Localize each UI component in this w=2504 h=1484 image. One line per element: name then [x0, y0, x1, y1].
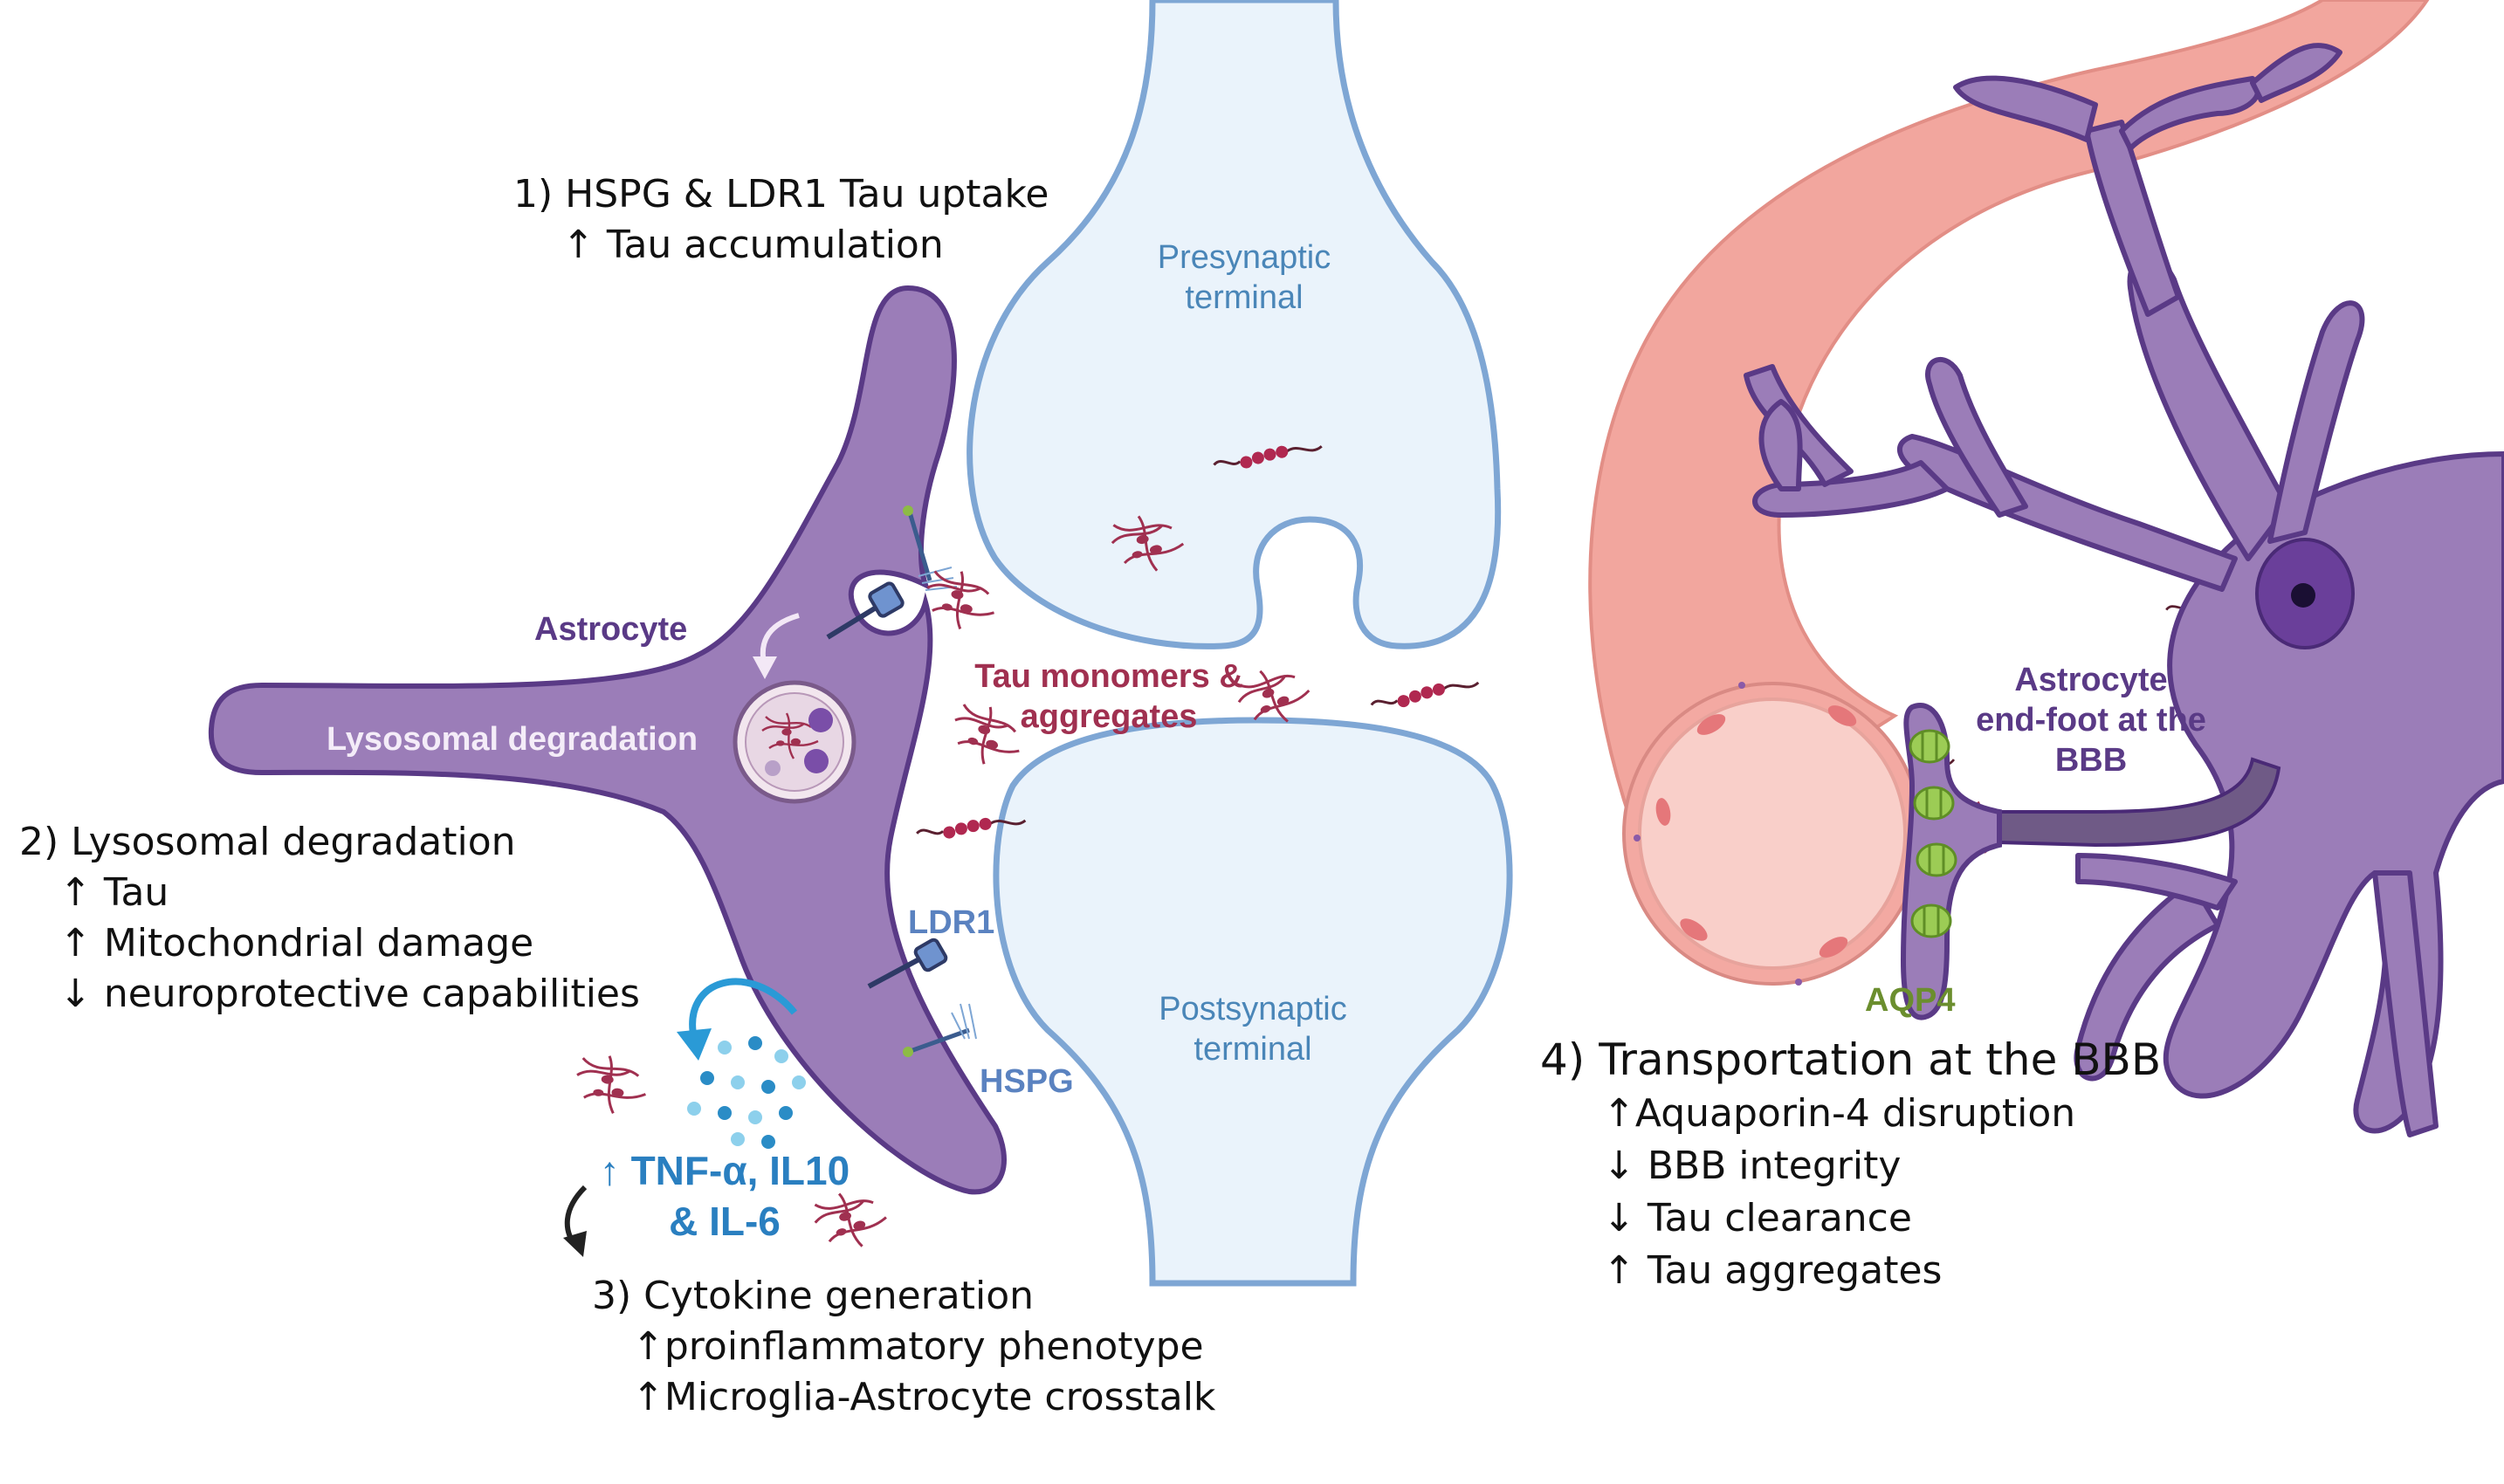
ldr1-receptor-bottom — [867, 938, 948, 989]
step-1-line: ↑ Tau accumulation — [562, 223, 944, 267]
step-4-line: ↑ Tau aggregates — [1603, 1248, 1943, 1293]
step-3-title: 3) Cytokine generation — [592, 1274, 1035, 1318]
hspg-receptor-top — [903, 505, 958, 591]
left-astrocyte — [208, 285, 1007, 1195]
lysosomal-label: Lysosomal degradation — [327, 721, 698, 758]
vessel-cross-section — [1622, 682, 1923, 986]
hspg-label: HSPG — [980, 1063, 1074, 1100]
step-3: 3) Cytokine generation ↑proinflammatory … — [592, 1271, 1215, 1423]
ldr1-label: LDR1 — [908, 904, 995, 941]
step-1: 1) HSPG & LDR1 Tau uptake ↑ Tau accumula… — [513, 169, 1049, 271]
step-1-title: 1) HSPG & LDR1 Tau uptake — [513, 172, 1049, 216]
aqp4-label: AQP4 — [1865, 982, 1956, 1019]
astrocyte-endfoot-process — [1998, 757, 2281, 848]
step-2-line: ↓ neuroprotective capabilities — [59, 972, 640, 1016]
right-astrocyte — [1744, 43, 2504, 1137]
tau-aggregate — [573, 1052, 650, 1117]
aqp4-channel — [1909, 729, 1950, 764]
step-4-title: 4) Transportation at the BBB — [1540, 1034, 2162, 1085]
cytokine-release-arrow — [689, 978, 798, 1040]
ldr1-receptor-top — [826, 581, 905, 640]
step-4-line: ↓ Tau clearance — [1603, 1196, 1912, 1240]
step-4-line: ↓ BBB integrity — [1603, 1144, 1902, 1188]
step-4: 4) Transportation at the BBB ↑Aquaporin-… — [1540, 1032, 2161, 1297]
postsynaptic-terminal — [993, 717, 1513, 1287]
step-2-line: ↑ Tau — [59, 870, 169, 915]
cytokines-label: ↑ TNF-α, IL10& IL-6 — [599, 1148, 850, 1244]
tau-monomers-label: Tau monomers &aggregates — [974, 658, 1243, 735]
presynaptic-terminal — [967, 0, 1502, 649]
tau-monomer — [1368, 675, 1482, 714]
aqp4-channel — [1913, 786, 1955, 821]
step-4-line: ↑Aquaporin-4 disruption — [1603, 1091, 2076, 1136]
step-2-title: 2) Lysosomal degradation — [19, 820, 516, 864]
hspg-receptor-bottom — [903, 1003, 977, 1057]
lysosome — [733, 680, 856, 804]
step-3-line: ↑proinflammatory phenotype — [632, 1324, 1204, 1369]
tau-aggregate — [919, 565, 1001, 636]
aqp4-channel — [1916, 842, 1957, 877]
step-2-line: ↑ Mitochondrial damage — [59, 921, 534, 965]
aqp4-channel — [1910, 903, 1952, 938]
step-2: 2) Lysosomal degradation ↑ Tau ↑ Mitocho… — [19, 817, 640, 1020]
cytokine-particles — [687, 1036, 806, 1149]
step-3-line: ↑Microglia-Astrocyte crosstalk — [632, 1375, 1216, 1419]
astrocyte-label: Astrocyte — [534, 611, 688, 648]
